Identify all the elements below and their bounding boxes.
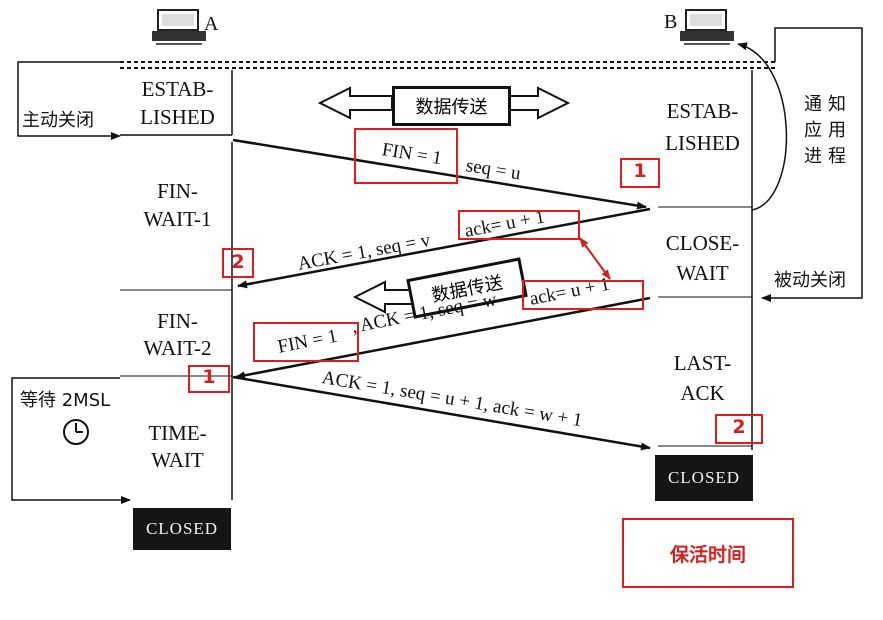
clock-icon bbox=[63, 419, 89, 445]
notify-app-char-2: 知 bbox=[828, 94, 846, 115]
step-b-2-label: 2 bbox=[732, 416, 746, 438]
state-a-time-wait-2: WAIT bbox=[151, 448, 204, 472]
ack2-arrow bbox=[232, 375, 651, 451]
state-b-close-wait-2: WAIT bbox=[676, 261, 729, 285]
keepalive-label: 保活时间 bbox=[669, 543, 746, 566]
step-b-2-box bbox=[715, 414, 763, 444]
step-a-2-box bbox=[222, 248, 254, 278]
step-b-1-box bbox=[620, 158, 660, 188]
state-a-fin-wait1-2: WAIT-1 bbox=[143, 207, 212, 231]
host-a-label: A bbox=[204, 13, 219, 35]
state-a-established-2: LISHED bbox=[140, 105, 215, 129]
active-close-bracket bbox=[17, 61, 121, 140]
ack1-arrow bbox=[237, 207, 651, 289]
state-a-fin-wait2-1: FIN- bbox=[157, 309, 198, 333]
notify-app-char-5: 进 bbox=[804, 146, 822, 167]
computer-icon-a bbox=[152, 9, 206, 45]
notify-app-char-4: 用 bbox=[828, 120, 846, 141]
notify-app-arrow bbox=[737, 42, 788, 211]
step-a-2-label: 2 bbox=[231, 251, 245, 273]
passive-close-label: 被动关闭 bbox=[774, 270, 846, 291]
notify-app-char-1: 通 bbox=[804, 94, 822, 115]
keepalive-box bbox=[622, 518, 794, 588]
highlight-fin1 bbox=[354, 128, 458, 184]
highlight-ack1 bbox=[458, 210, 580, 240]
state-b-last-ack-2: ACK bbox=[680, 381, 725, 405]
highlight-fin2 bbox=[253, 322, 359, 362]
computer-icon-b bbox=[680, 9, 734, 45]
fin2-arrow bbox=[235, 296, 651, 380]
data-transfer-box-top: 数据传送 bbox=[392, 86, 511, 126]
state-a-closed: CLOSED bbox=[133, 508, 231, 550]
state-b-last-ack-1: LAST- bbox=[673, 351, 732, 375]
state-b-closed: CLOSED bbox=[655, 455, 753, 501]
notify-app-char-6: 程 bbox=[828, 146, 846, 167]
wait-2msl-label: 等待 2MSL bbox=[20, 390, 111, 411]
state-b-close-wait-1: CLOSE- bbox=[665, 231, 740, 255]
passive-close-bracket bbox=[761, 27, 863, 302]
ack-match-link bbox=[579, 237, 611, 280]
highlight-fin2-ack bbox=[522, 280, 644, 310]
step-a-1-box bbox=[188, 365, 230, 393]
state-a-established-1: ESTAB- bbox=[141, 77, 214, 101]
host-b-label: B bbox=[664, 11, 678, 33]
state-a-fin-wait1-1: FIN- bbox=[157, 179, 198, 203]
state-a-fin-wait2-2: WAIT-2 bbox=[143, 336, 212, 360]
state-b-established-1: ESTAB- bbox=[666, 99, 739, 123]
step-a-1-label: 1 bbox=[202, 366, 216, 388]
state-b-established-2: LISHED bbox=[665, 131, 740, 155]
step-b-1-label: 1 bbox=[633, 160, 647, 182]
active-close-label: 主动关闭 bbox=[22, 110, 94, 131]
notify-app-char-3: 应 bbox=[804, 120, 822, 141]
fin1-arrow bbox=[232, 138, 647, 210]
state-a-time-wait-1: TIME- bbox=[148, 421, 207, 445]
wait-2msl-bracket bbox=[11, 377, 131, 504]
